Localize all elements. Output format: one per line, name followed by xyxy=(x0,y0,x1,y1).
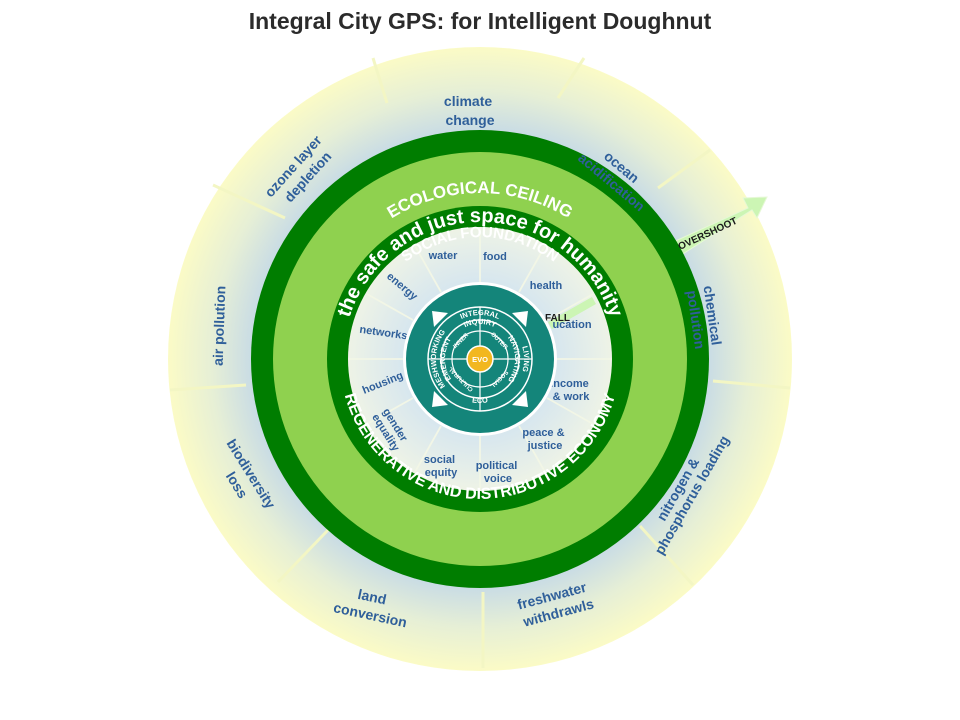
social-equity-label: social equity xyxy=(424,454,458,479)
climate-change-label: climate change xyxy=(444,93,496,128)
water-label: water xyxy=(428,250,458,262)
core-living: LIVING xyxy=(520,345,531,373)
income-work-label: income & work xyxy=(550,378,592,403)
compass-arrow-nw xyxy=(432,311,448,327)
shortfall-arrow xyxy=(548,297,596,329)
compass-arrow-se xyxy=(512,391,528,407)
peace-justice-label: peace & justice xyxy=(522,427,567,452)
core-eco: ECO xyxy=(472,395,489,405)
diagram-title: Integral City GPS: for Intelligent Dough… xyxy=(248,8,712,34)
air-pollution-label: air pollution xyxy=(210,286,229,367)
compass-arrow-sw xyxy=(432,391,448,407)
evo-center xyxy=(466,345,494,373)
evo-label: EVO xyxy=(472,355,488,364)
outer-dividers xyxy=(169,57,791,668)
compass-arrow-ne xyxy=(512,311,528,327)
shortfall-label: FALL xyxy=(545,313,570,324)
political-voice-label: political voice xyxy=(476,460,521,485)
inner-dividers xyxy=(349,228,611,490)
integral-compass: INTEGRAL INQUIRY LIVING NAVIGATING ECO M… xyxy=(403,282,557,436)
core-integral: INTEGRAL xyxy=(459,308,502,321)
health-label: health xyxy=(530,280,563,292)
food-label: food xyxy=(483,251,507,263)
education-label: ucation xyxy=(552,319,591,331)
